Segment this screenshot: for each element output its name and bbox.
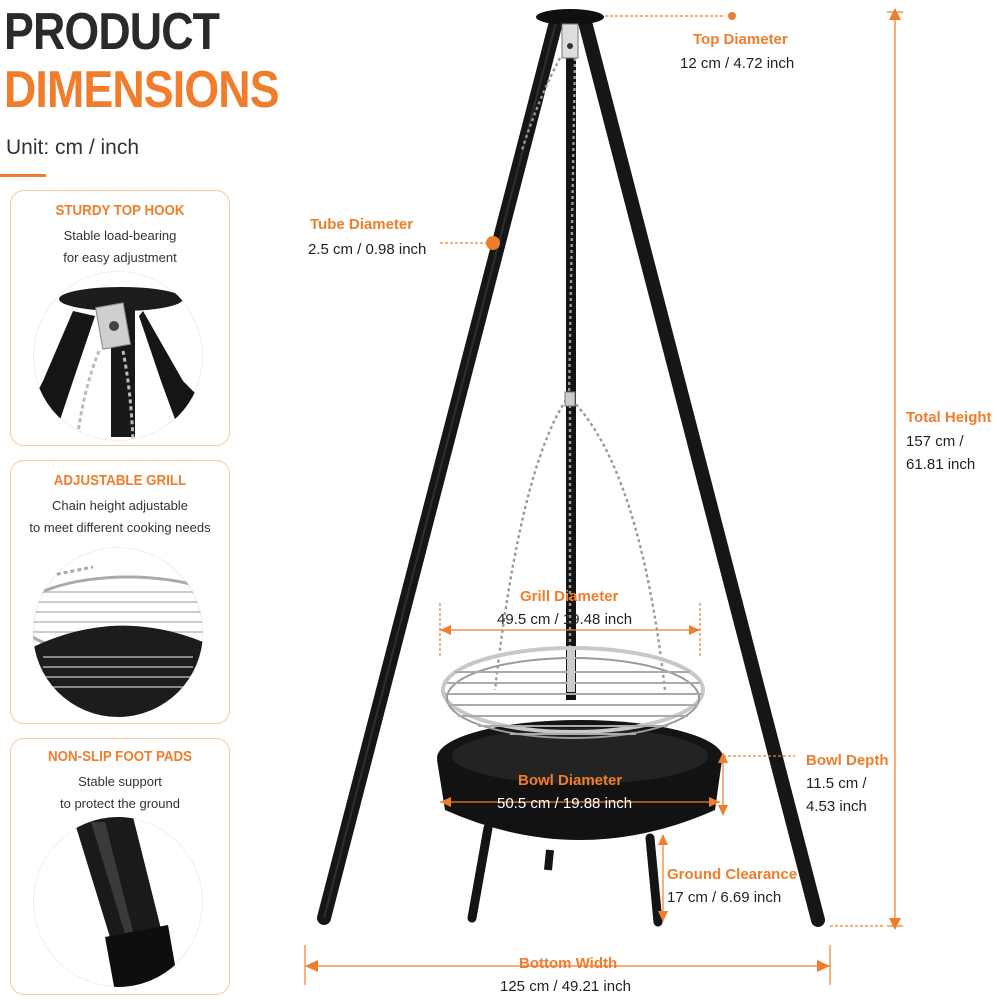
top-hook [561,23,579,59]
tube-diameter-label: Tube Diameter [310,216,414,233]
grill-diameter-value: 49.5 cm / 19.48 inch [497,611,633,628]
bowl-depth-label: Bowl Depth [806,752,889,769]
unit-label: Unit: cm / inch [6,136,140,159]
feature-title: STURDY TOP HOOK [55,203,185,219]
feature-card-foot-pads: NON-SLIP FOOT PADS Stable support to pro… [10,738,230,995]
feature-card-top-hook: STURDY TOP HOOK Stable load-bearing for … [10,190,230,446]
feature-card-adjustable-grill: ADJUSTABLE GRILL Chain height adjustable… [10,460,230,724]
total-height-value-2: 61.81 inch [906,456,976,473]
feature-title: ADJUSTABLE GRILL [53,473,187,489]
chains [493,57,667,691]
bottom-width-value: 125 cm / 49.21 inch [500,978,631,995]
feature-desc-line1: Stable load-bearing [63,228,177,243]
feature-desc-line2: for easy adjustment [63,250,177,265]
bowl-depth-value-1: 11.5 cm / [806,775,867,792]
bowl-diameter-label: Bowl Diameter [518,772,623,789]
total-height-label: Total Height [906,409,992,426]
right-leg [578,15,825,927]
feature-desc-line1: Stable support [78,774,162,789]
top-plate [536,9,604,25]
ground-clearance-value: 17 cm / 6.69 inch [667,889,782,906]
adjustable-grill-image [33,547,203,717]
title-line-2: DIMENSIONS [4,61,280,119]
feature-desc-line2: to meet different cooking needs [29,520,211,535]
title-line-1: PRODUCT [4,3,220,61]
feature-title: NON-SLIP FOOT PADS [47,749,193,765]
total-height-value-1: 157 cm / [906,433,964,450]
left-leg [317,15,563,925]
bottom-width-label: Bottom Width [519,955,618,972]
unit-underline [0,174,46,177]
tube-diameter-value: 2.5 cm / 0.98 inch [308,241,427,258]
grill-diameter-label: Grill Diameter [520,588,619,605]
top-diameter-label: Top Diameter [693,31,788,48]
bowl-diameter-value: 50.5 cm / 19.88 inch [497,795,633,812]
top-diameter-value: 12 cm / 4.72 inch [680,55,795,72]
feature-desc-line1: Chain height adjustable [52,498,188,513]
bowl-depth-value-2: 4.53 inch [806,798,867,815]
ground-clearance-label: Ground Clearance [667,866,798,883]
feature-desc-line2: to protect the ground [60,796,180,811]
foot-pad-image [33,817,203,987]
